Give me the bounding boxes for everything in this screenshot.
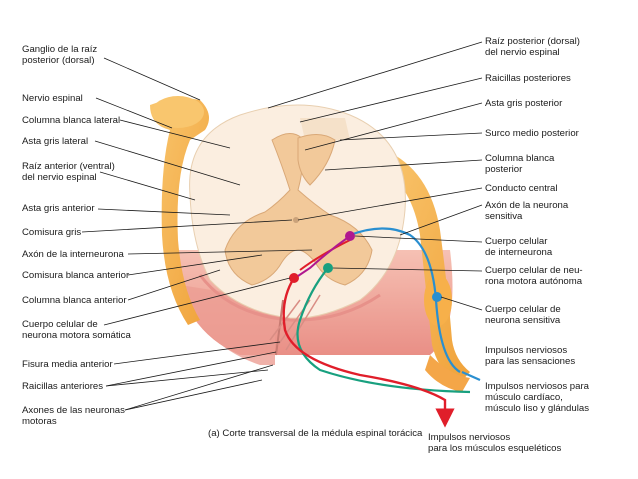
label-anterior-grey-horn: Asta gris anterior	[22, 203, 95, 214]
right-leader-lines	[267, 41, 483, 311]
autonomic-pathway	[296, 263, 471, 394]
label-lateral-grey-horn: Asta gris lateral	[22, 136, 89, 147]
sensory-pathway	[349, 227, 481, 382]
left-leader-lines	[81, 57, 313, 411]
label-dorsal-root: Raíz posterior (dorsal) del nervio espin…	[485, 36, 580, 58]
label-sensation-impulses: Impulsos nerviosos para las sensaciones	[485, 345, 576, 367]
label-sensory-neuron-body: Cuerpo celular de neurona sensitiva	[485, 304, 561, 326]
label-autonomic-impulses: Impulsos nerviosos para músculo cardíaco…	[485, 381, 589, 414]
label-anterior-rootlets: Raicillas anteriores	[22, 381, 104, 392]
label-posterior-rootlets: Raicillas posteriores	[485, 73, 571, 84]
label-ventral-root: Raíz anterior (ventral) del nervio espin…	[22, 161, 115, 183]
label-autonomic-motor-neuron: Cuerpo celular de neu- rona motora autón…	[485, 265, 583, 287]
autonomic-motor-neuron-body	[323, 263, 333, 273]
interneuron-body	[345, 231, 355, 241]
interneuron	[297, 231, 355, 277]
label-interneuron-body: Cuerpo celular de interneurona	[485, 236, 553, 258]
label-dorsal-root-ganglion: Ganglio de la raíz posterior (dorsal)	[22, 44, 98, 66]
label-motor-axons: Axones de las neuronas motoras	[22, 405, 125, 427]
figure-caption: (a) Corte transversal de la médula espin…	[208, 428, 423, 439]
label-somatic-motor-neuron: Cuerpo celular de neurona motora somátic…	[22, 319, 131, 341]
label-posterior-grey-horn: Asta gris posterior	[485, 98, 563, 109]
label-anterior-median-fissure: Fisura media anterior	[22, 359, 113, 370]
central-canal	[293, 217, 299, 223]
label-posterior-median-sulcus: Surco medio posterior	[485, 128, 579, 139]
pia-mater	[198, 274, 381, 322]
label-anterior-white-column: Columna blanca anterior	[22, 295, 127, 306]
somatic-motor-neuron-body	[289, 273, 299, 283]
motor-pathway	[282, 239, 455, 428]
label-anterior-white-commissure: Comisura blanca anterior	[22, 270, 130, 281]
label-interneuron-axon: Axón de la interneurona	[22, 249, 124, 260]
label-posterior-white-column: Columna blanca posterior	[485, 153, 555, 175]
sensory-neuron-body	[432, 292, 442, 302]
label-sensory-axon: Axón de la neurona sensitiva	[485, 200, 569, 222]
label-grey-commissure: Comisura gris	[22, 227, 82, 238]
label-central-canal: Conducto central	[485, 183, 558, 194]
label-spinal-nerve: Nervio espinal	[22, 93, 83, 104]
label-lateral-white-column: Columna blanca lateral	[22, 115, 121, 126]
label-skeletal-muscle-impulses: Impulsos nerviosos para los músculos esq…	[428, 432, 562, 454]
